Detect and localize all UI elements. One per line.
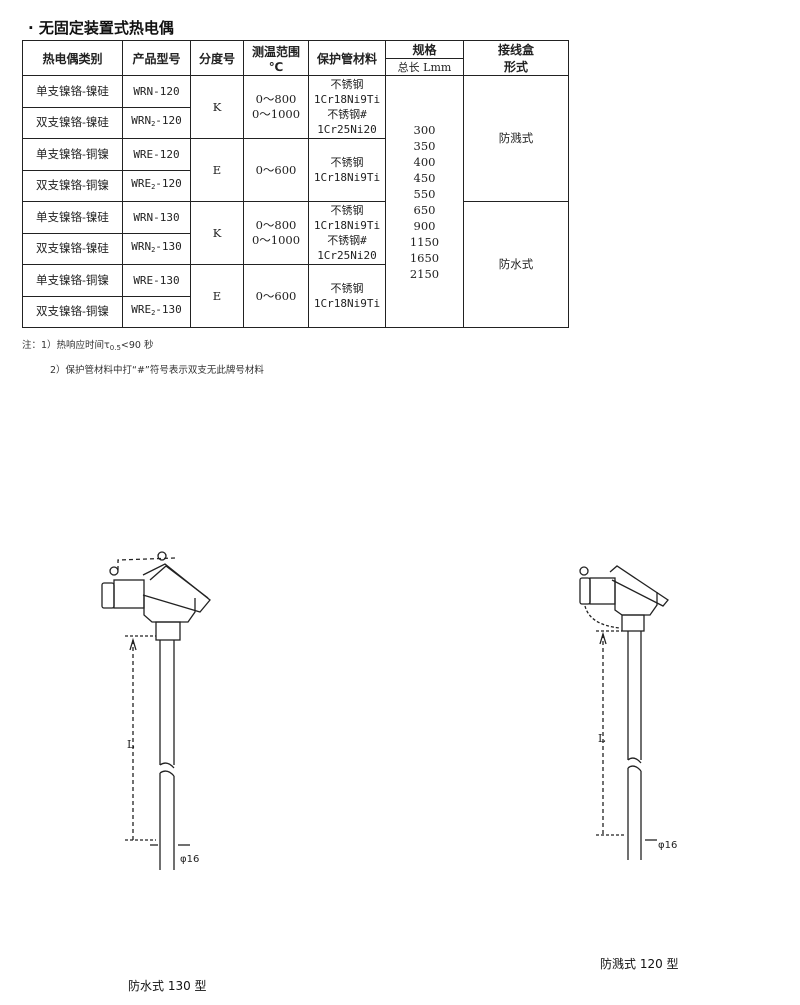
header-range: 测温范围℃ <box>243 40 309 76</box>
note-2: 2）保护管材料中打“#”符号表示双支无此牌号材料 <box>50 365 264 376</box>
material-line: 1Cr18Ni9Ti <box>313 219 381 232</box>
length-value: 900 <box>413 218 436 233</box>
right-drawing-caption: 防溅式 120 型 <box>600 957 679 971</box>
cell-material: 不锈钢 1Cr18Ni9Ti <box>308 138 386 202</box>
right-dim-phi: φ16 <box>658 840 677 851</box>
cell-model: WRN-120 <box>122 75 191 108</box>
material-line: 1Cr18Ni9Ti <box>313 171 381 184</box>
cell-model: WRE2-130 <box>122 295 191 328</box>
cell-type: 单支镍铬-镍硅 <box>22 75 123 108</box>
note-1-text: 注：1）热响应时间τ <box>22 340 110 351</box>
cell-type: 单支镍铬-铜镍 <box>22 138 123 171</box>
cell-graduation: E <box>190 264 244 328</box>
cell-graduation: K <box>190 201 244 265</box>
length-value: 550 <box>413 186 436 201</box>
length-value: 350 <box>413 138 436 153</box>
model-base: WRN <box>131 114 152 128</box>
material-line: 不锈钢 <box>330 156 364 169</box>
material-line: 1Cr18Ni9Ti <box>313 93 381 106</box>
header-model: 产品型号 <box>122 40 191 76</box>
length-value: 1650 <box>409 250 440 265</box>
left-drawing-caption: 防水式 130 型 <box>128 979 207 993</box>
cell-material: 不锈钢 1Cr18Ni9Ti 不锈钢# 1Cr25Ni20 <box>308 75 386 139</box>
thermocouple-spec-table: 热电偶类别 产品型号 分度号 测温范围℃ 保护管材料 规格 接线盒形式 总长 L… <box>22 40 569 328</box>
note-1-sub: 0.5 <box>109 344 121 352</box>
model-sub: 2 <box>151 246 156 255</box>
cell-material: 不锈钢 1Cr18Ni9Ti 不锈钢# 1Cr25Ni20 <box>308 201 386 265</box>
length-value: 300 <box>413 122 436 137</box>
right-dim-L: L <box>598 732 606 745</box>
cell-box-type: 防水式 <box>463 201 569 328</box>
length-value: 450 <box>413 170 436 185</box>
length-value: 2150 <box>409 266 440 281</box>
splashproof-thermocouple-drawing <box>579 565 669 860</box>
cell-type: 双支镍铬-铜镍 <box>22 295 123 328</box>
model-base: WRN-120 <box>133 84 180 98</box>
length-value: 650 <box>413 202 436 217</box>
header-graduation: 分度号 <box>190 40 244 76</box>
section-title: · 无固定装置式热电偶 <box>28 19 174 37</box>
model-base: WRE <box>131 177 152 191</box>
note-1-end: <90 秒 <box>120 340 154 351</box>
header-type: 热电偶类别 <box>22 40 123 76</box>
waterproof-thermocouple-drawing <box>101 551 211 870</box>
model-sub: 2 <box>151 120 156 129</box>
left-dim-phi: φ16 <box>180 854 199 865</box>
material-line: 不锈钢 <box>330 282 364 295</box>
header-box-text: 接线盒 <box>497 43 534 57</box>
material-line: 1Cr18Ni9Ti <box>313 297 381 310</box>
material-line: 1Cr25Ni20 <box>317 123 377 136</box>
cell-model: WRE-130 <box>122 264 191 297</box>
table-row: 单支镍铬-铜镍 WRE-120 E 0～600 不锈钢 1Cr18Ni9Ti <box>22 138 569 202</box>
material-line: 不锈钢# <box>327 108 367 121</box>
model-sub: 2 <box>151 183 156 192</box>
cell-type: 单支镍铬-镍硅 <box>22 201 123 234</box>
cell-model: WRE2-120 <box>122 169 191 202</box>
left-dim-L: L <box>127 738 135 751</box>
cell-graduation: E <box>190 138 244 202</box>
cell-range: 0～600 <box>243 138 309 202</box>
range-value: 0～800 <box>255 92 297 106</box>
material-line: 1Cr25Ni20 <box>317 249 377 262</box>
model-base: WRE-120 <box>133 147 180 161</box>
header-box-text2: 形式 <box>503 60 528 74</box>
range-value: 0～600 <box>255 162 297 177</box>
range-value: 0～1000 <box>251 107 301 121</box>
header-range-text: 测温范围 <box>251 44 300 59</box>
material-line: 不锈钢 <box>330 78 364 91</box>
model-suffix: -130 <box>155 303 182 317</box>
cell-model: WRE-120 <box>122 138 191 171</box>
range-value: 0～1000 <box>251 233 301 247</box>
cell-type: 双支镍铬-铜镍 <box>22 169 123 202</box>
model-sub: 2 <box>151 309 156 318</box>
cell-box-type: 防溅式 <box>463 75 569 202</box>
material-line: 不锈钢 <box>330 204 364 217</box>
model-base: WRN-130 <box>133 210 180 224</box>
cell-material: 不锈钢 1Cr18Ni9Ti <box>308 264 386 328</box>
model-base: WRE <box>131 303 152 317</box>
material-line: 不锈钢# <box>327 234 367 247</box>
length-value: 1150 <box>409 234 440 249</box>
length-value: 400 <box>413 154 436 169</box>
model-suffix: -120 <box>155 114 182 128</box>
range-value: 0～800 <box>255 218 297 232</box>
header-material: 保护管材料 <box>308 40 386 76</box>
range-value: 0～600 <box>255 288 297 303</box>
model-suffix: -130 <box>155 240 182 254</box>
model-suffix: -120 <box>155 177 182 191</box>
cell-model: WRN2-130 <box>122 232 191 265</box>
model-base: WRN <box>131 240 152 254</box>
header-range-unit: ℃ <box>268 59 284 74</box>
note-1: 注：1）热响应时间τ0.5<90 秒 <box>22 337 153 352</box>
header-spec: 规格 <box>385 40 464 59</box>
model-base: WRE-130 <box>133 273 180 287</box>
